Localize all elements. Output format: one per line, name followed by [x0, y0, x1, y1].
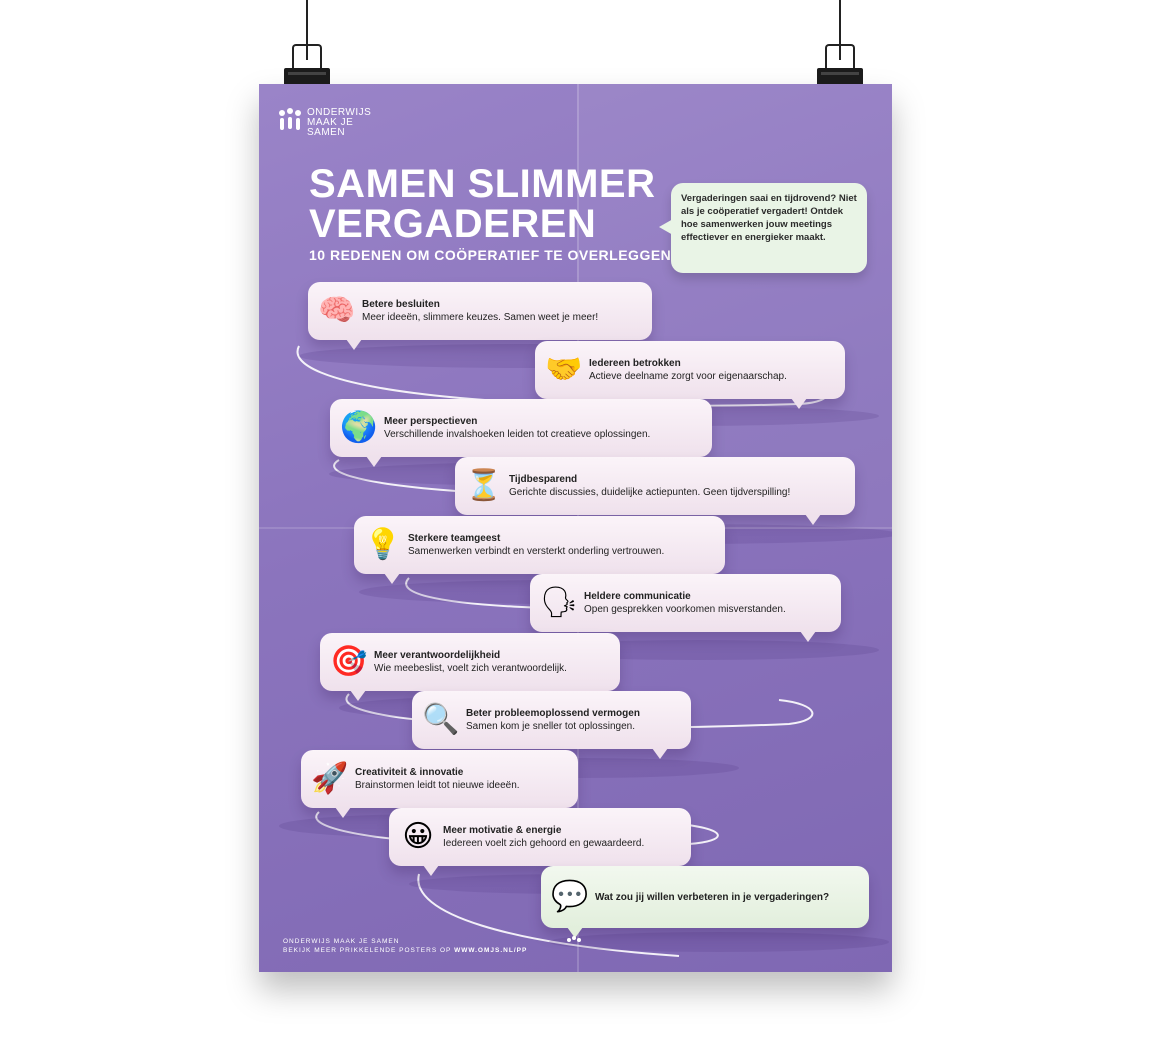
hanging-string-left [306, 0, 308, 60]
reason-text: Wie meebeslist, voelt zich verantwoordel… [374, 663, 567, 674]
reason-text: Actieve deelname zorgt voor eigenaarscha… [589, 371, 787, 382]
reason-title: Heldere communicatie [584, 591, 691, 602]
brand-logo: ONDERWIJS MAAK JE SAMEN [279, 108, 387, 138]
poster: ONDERWIJS MAAK JE SAMEN SAMEN SLIMMER VE… [259, 84, 892, 972]
rocket-icon: 🚀 [311, 762, 349, 795]
title-line: SAMEN SLIMMER [309, 162, 656, 206]
footer-logo-icon [567, 936, 581, 952]
brain-icon: 🧠 [318, 294, 356, 327]
reason-title: Beter probleemoplossend vermogen [466, 708, 640, 719]
reason-title: Meer verantwoordelijkheid [374, 650, 501, 661]
footer-brand: ONDERWIJS MAAK JE SAMEN [283, 938, 400, 945]
title-line: VERGADEREN [309, 202, 597, 246]
poster-subtitle: 10 REDENEN OM COÖPERATIEF TE OVERLEGGEN [309, 247, 672, 263]
brand-name: ONDERWIJS MAAK JE SAMEN [307, 108, 387, 138]
reason-title: Iedereen betrokken [589, 358, 681, 369]
lightbulb-icon: 💡 [364, 528, 402, 561]
hanging-string-right [839, 0, 841, 60]
speech-bubble-icon: 💬 [551, 880, 589, 913]
smiley-icon: 😀 [402, 820, 434, 853]
poster-footer: ONDERWIJS MAAK JE SAMEN BEKIJK MEER PRIK… [283, 937, 527, 955]
brand-line: MAAK JE [307, 117, 354, 128]
question-text: Wat zou jij willen verbeteren in je verg… [595, 891, 830, 903]
people-logo-icon [279, 108, 301, 134]
reason-text: Open gesprekken voorkomen misverstanden. [584, 604, 786, 615]
reason-text: Samenwerken verbindt en versterkt onderl… [408, 546, 665, 557]
reason-text: Verschillende invalshoeken leiden tot cr… [384, 429, 651, 440]
brand-line: SAMEN [307, 127, 346, 138]
reason-text: Brainstormen leidt tot nieuwe ideeën. [355, 780, 520, 791]
magnifier-icon: 🔍 [422, 703, 460, 736]
footer-prefix: BEKIJK MEER PRIKKELENDE POSTERS OP [283, 947, 452, 954]
reason-title: Sterkere teamgeest [408, 533, 501, 544]
question-bubble: 💬 Wat zou jij willen verbeteren in je ve… [541, 866, 869, 938]
reason-title: Tijdbesparend [509, 474, 578, 485]
brand-line: ONDERWIJS [307, 107, 372, 118]
reason-text: Samen kom je sneller tot oplossingen. [466, 721, 635, 732]
reason-title: Creativiteit & innovatie [355, 767, 464, 778]
speaking-head-icon: 🗣 [539, 586, 579, 619]
reason-title: Betere besluiten [362, 299, 440, 310]
footer-link-line: BEKIJK MEER PRIKKELENDE POSTERS OP WWW.O… [283, 946, 527, 955]
footer-url[interactable]: WWW.OMJS.NL/PP [454, 947, 528, 954]
reason-text: Iedereen voelt zich gehoord en gewaardee… [443, 838, 645, 849]
reason-text: Meer ideeën, slimmere keuzes. Samen weet… [362, 312, 599, 323]
reason-text: Gerichte discussies, duidelijke actiepun… [509, 487, 791, 498]
handshake-icon: 🤝 [545, 353, 583, 386]
poster-title: SAMEN SLIMMER VERGADEREN [309, 164, 656, 244]
reason-title: Meer perspectieven [384, 416, 478, 427]
globe-icon: 🌍 [340, 411, 378, 444]
intro-bubble: Vergaderingen saai en tijdrovend? Niet a… [659, 183, 867, 273]
reason-title: Meer motivatie & energie [443, 825, 562, 836]
target-icon: 🎯 [330, 645, 368, 678]
hourglass-icon: ⏳ [465, 469, 503, 502]
